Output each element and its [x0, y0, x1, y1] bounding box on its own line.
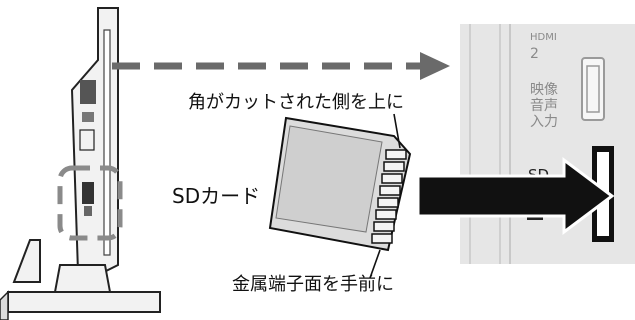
card-name-label: SDカード [172, 184, 261, 208]
port-detail [79, 129, 95, 151]
video-label-line3: 入力 [530, 114, 558, 130]
contacts-callout: 金属端子面を手前に [232, 274, 394, 295]
contacts-leader-line [369, 249, 381, 279]
port-detail [84, 206, 92, 216]
side-panel-closeup: HDMI 2 映像 音声 入力 SD [460, 24, 635, 264]
tv-side-illustration [0, 7, 161, 320]
port-detail [82, 182, 94, 204]
video-label-line1: 映像 [530, 82, 558, 98]
video-label-line2: 音声 [530, 97, 558, 114]
corner-leader-line [393, 113, 401, 149]
corner-callout: 角がカットされた側を上に [188, 92, 404, 113]
insert-arrow [416, 157, 615, 235]
slot-highlight-box [57, 165, 123, 241]
sd-card [268, 113, 412, 279]
hdmi-number: 2 [530, 46, 539, 62]
hdmi-logo: HDMI [530, 32, 557, 43]
hdmi-port-icon [581, 57, 605, 121]
port-detail [80, 80, 96, 104]
port-detail [82, 112, 94, 122]
card-contacts [371, 149, 407, 244]
dashed-arrow [112, 52, 450, 80]
